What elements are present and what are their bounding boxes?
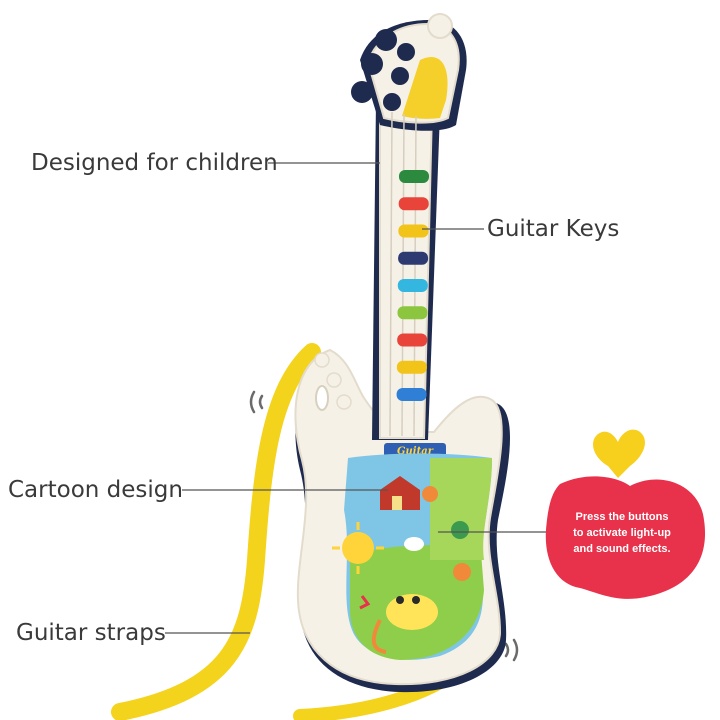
bubble-line-2: to activate light-up [573,527,671,539]
guitar-keys-label: Guitar Keys [487,216,620,242]
flower-button-icon [422,486,438,502]
tuning-pegs [351,29,415,111]
guitar-key [397,333,428,347]
brand-plate: Guitar [384,443,446,457]
house-icon [380,476,420,510]
bubble-line-1: Press the buttons [575,511,669,523]
guitar-key [396,360,427,374]
button-icon [451,521,469,539]
guitar-keys [396,170,429,401]
cartoon-panel [332,453,492,660]
info-bubble [545,476,706,599]
bird-icon [359,595,371,610]
guitar-key [398,197,429,211]
guitar-key [398,251,429,265]
callout-lines [165,162,548,634]
guitar-straps-label: Guitar straps [16,620,166,646]
guitar-key [399,170,429,183]
gear-button-icon [453,563,471,581]
horn-hole [315,385,329,411]
sun-icon [342,532,374,564]
guitar-key [397,279,428,292]
headstock-knob-icon [427,13,453,39]
guitar-strings [389,111,417,437]
brand-label: Guitar [397,446,434,457]
vibration-marks [249,390,519,662]
designed-for-children-label: Designed for children [31,150,278,176]
guitar-key [396,388,427,401]
body-horn-ridges [314,352,352,410]
bubble-text: Press the buttons to activate light-up a… [548,509,696,557]
sun-rays-icon [332,522,384,574]
sheep-icon [404,537,424,551]
guitar-key [397,306,428,320]
guitar-key [398,224,429,238]
bubble-line-3: and sound effects. [573,543,671,555]
dog-character-icon [386,594,438,630]
heart-icon [593,429,645,478]
cartoon-design-label: Cartoon design [8,477,183,503]
